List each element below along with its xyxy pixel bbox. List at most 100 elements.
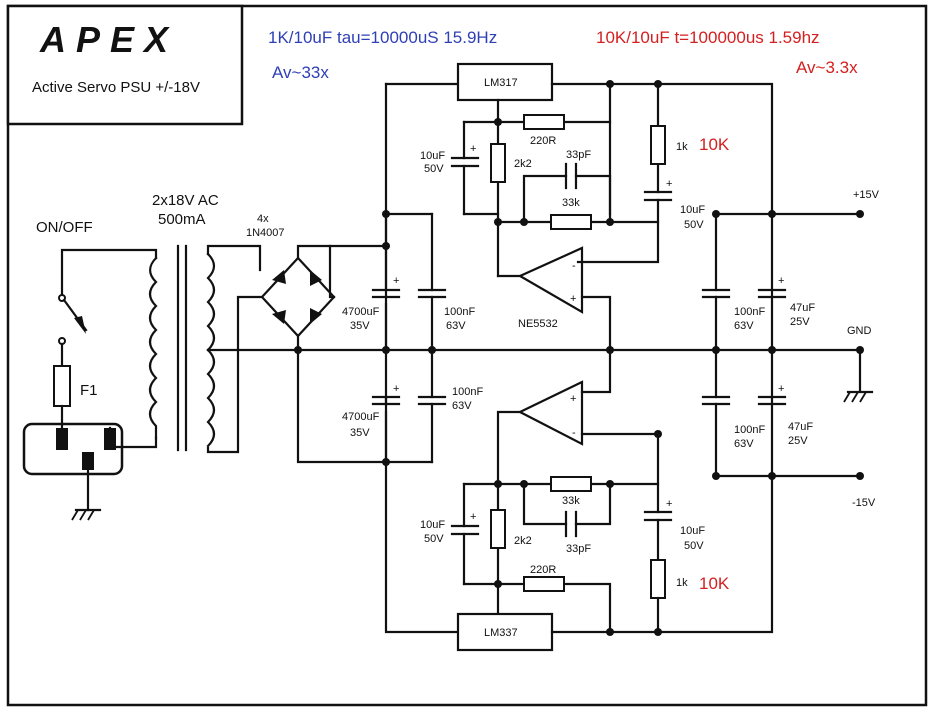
svg-text:220R: 220R	[530, 564, 556, 576]
transformer-core	[176, 244, 188, 452]
annotation-red-top-10k: 10K	[699, 135, 730, 154]
svg-text:4700uF: 4700uF	[342, 306, 380, 318]
svg-text:33pF: 33pF	[566, 543, 591, 555]
svg-text:33pF: 33pF	[566, 149, 591, 161]
svg-text:10uF: 10uF	[680, 204, 705, 216]
title-block: APEX Active Servo PSU +/-18V	[6, 4, 244, 126]
svg-text:+: +	[393, 383, 399, 395]
svg-text:+: +	[778, 275, 784, 287]
annotation-blue-line2: Av~33x	[272, 63, 329, 82]
iec-pin-earth	[82, 452, 94, 470]
cap-100nf-out-bottom: 100nF 63V	[701, 395, 765, 450]
annotation-blue-line1: 1K/10uF tau=10000uS 15.9Hz	[268, 28, 497, 47]
svg-text:+: +	[470, 511, 476, 523]
cap-4700uf-bottom: + 4700uF 35V	[342, 383, 401, 464]
svg-text:10uF: 10uF	[420, 519, 445, 531]
on-off-label: ON/OFF	[36, 219, 93, 236]
resistor-220r-bottom: 220R	[523, 564, 565, 592]
bridge-label-1: 4x	[257, 213, 269, 225]
svg-text:50V: 50V	[424, 533, 444, 545]
svg-text:47uF: 47uF	[788, 421, 813, 433]
transformer: 2x18V AC 500mA	[148, 192, 862, 454]
svg-text:100nF: 100nF	[734, 424, 765, 436]
svg-text:-: -	[572, 427, 576, 439]
svg-text:100nF: 100nF	[452, 386, 483, 398]
opamp-top: - + NE5532	[517, 246, 584, 330]
lm337-label: LM337	[484, 627, 518, 639]
svg-text:25V: 25V	[788, 435, 808, 447]
bridge-label-2: 1N4007	[246, 227, 285, 239]
svg-text:33k: 33k	[562, 495, 580, 507]
switch-arrow-icon	[74, 316, 86, 334]
svg-text:1k: 1k	[676, 141, 688, 153]
earth-icon	[71, 508, 102, 521]
ground-icon	[843, 348, 874, 403]
diode-2-icon	[310, 270, 322, 286]
svg-text:+: +	[470, 143, 476, 155]
svg-text:4700uF: 4700uF	[342, 411, 380, 423]
bridge-rectifier: 4x 1N4007	[246, 213, 388, 464]
svg-text:+: +	[393, 275, 399, 287]
svg-text:35V: 35V	[350, 320, 370, 332]
svg-text:-: -	[572, 260, 576, 272]
resistor-2k2-top: 2k2	[490, 120, 532, 278]
secondary-winding-upper	[206, 252, 216, 352]
resistor-33k-bottom: 33k	[550, 476, 592, 507]
cap-10uf-right-bottom: + 10uF 50V	[643, 498, 705, 562]
svg-text:1k: 1k	[676, 577, 688, 589]
svg-text:10uF: 10uF	[680, 525, 705, 537]
svg-text:33k: 33k	[562, 197, 580, 209]
transformer-label-1: 2x18V AC	[152, 192, 219, 209]
svg-text:+: +	[666, 498, 672, 510]
resistor-33k-top: 33k	[550, 197, 592, 230]
fuse-f1	[53, 365, 71, 407]
cap-47uf-out-top: + 47uF 25V	[757, 275, 815, 328]
iec-socket	[22, 422, 124, 476]
rail-neg-label: -15V	[852, 497, 876, 509]
svg-text:100nF: 100nF	[734, 306, 765, 318]
svg-text:+: +	[570, 293, 576, 305]
title-block-frame	[6, 4, 244, 126]
rail-gnd-label: GND	[847, 325, 872, 337]
diode-4-icon	[310, 308, 322, 324]
opamp-bottom: + -	[517, 380, 584, 446]
svg-text:63V: 63V	[446, 320, 466, 332]
junction-dots	[294, 80, 776, 636]
outer-frame	[6, 4, 928, 707]
svg-text:10uF: 10uF	[420, 150, 445, 162]
svg-text:100nF: 100nF	[444, 306, 475, 318]
cap-47uf-out-bottom: + 47uF 25V	[757, 383, 813, 447]
svg-text:63V: 63V	[734, 320, 754, 332]
svg-text:+: +	[570, 393, 576, 405]
svg-text:+: +	[666, 178, 672, 190]
rail-pos-label: +15V	[853, 189, 880, 201]
svg-text:63V: 63V	[734, 438, 754, 450]
cap-33pf-top: 33pF	[522, 149, 612, 224]
lm317-label: LM317	[484, 77, 518, 89]
annotation-red-line1: 10K/10uF t=100000us 1.59hz	[596, 28, 820, 47]
cap-100nf-top: 100nF 63V	[417, 212, 475, 352]
terminal-pos	[856, 210, 864, 218]
cap-10uf-right-top: + 10uF 50V	[576, 178, 705, 264]
cap-10uf-left-top: + 10uF 50V	[420, 120, 480, 216]
annotations: 1K/10uF tau=10000uS 15.9Hz Av~33x 10K/10…	[268, 28, 858, 593]
apex-logo: APEX	[39, 19, 178, 60]
annotation-red-bottom-10k: 10K	[699, 574, 730, 593]
opamp-label: NE5532	[518, 318, 558, 330]
title-subtitle: Active Servo PSU +/-18V	[32, 79, 200, 96]
mains-input: ON/OFF F1	[22, 219, 158, 521]
svg-text:35V: 35V	[350, 427, 370, 439]
svg-text:63V: 63V	[452, 400, 472, 412]
resistor-220r-top: 220R	[523, 114, 565, 147]
svg-text:50V: 50V	[424, 163, 444, 175]
svg-text:47uF: 47uF	[790, 302, 815, 314]
terminal-neg	[856, 472, 864, 480]
resistor-1k-bottom: 1k	[650, 559, 688, 634]
primary-winding	[148, 256, 158, 440]
resistor-1k-top: 1k	[650, 82, 688, 194]
transformer-label-2: 500mA	[158, 211, 206, 228]
regulator-lm337: LM337	[456, 612, 554, 652]
cap-100nf-out-top: 100nF 63V	[701, 288, 765, 332]
annotation-red-line2: Av~3.3x	[796, 58, 858, 77]
